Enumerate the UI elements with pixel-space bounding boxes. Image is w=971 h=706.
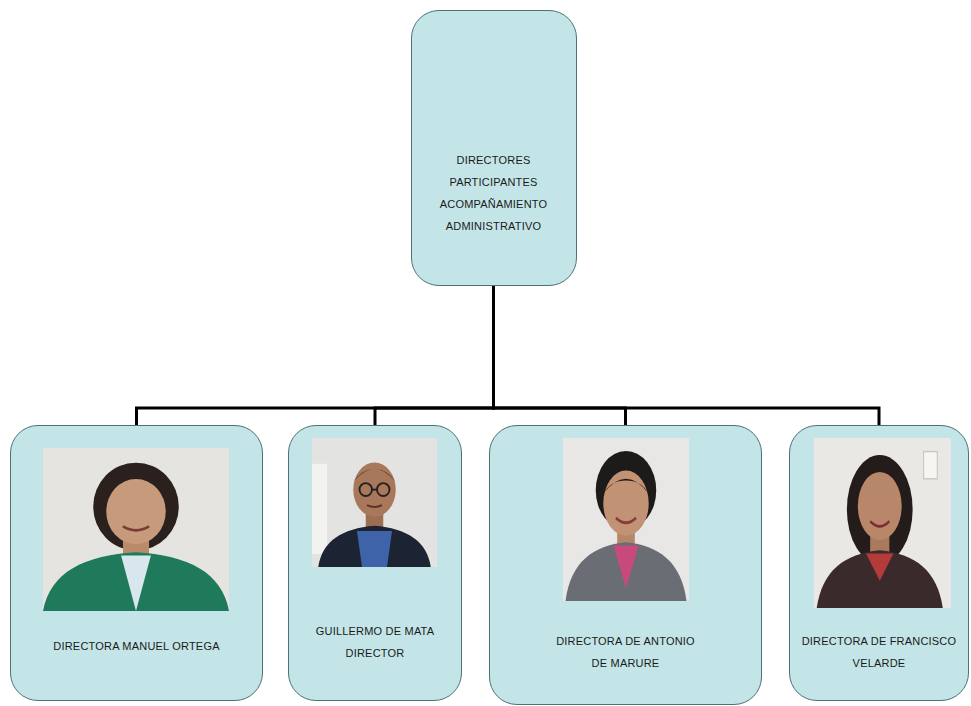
portrait-photo xyxy=(312,438,437,567)
org-connector xyxy=(494,286,880,425)
org-connector xyxy=(137,286,494,425)
photo-part xyxy=(603,471,648,536)
photo-part xyxy=(43,552,229,611)
person-name: DIRECTORA DE FRANCISCO VELARDE xyxy=(799,630,959,674)
photo-part xyxy=(123,526,149,530)
photo-part xyxy=(318,526,431,567)
photo-part xyxy=(357,531,392,567)
person-name: GUILLERMO DE MATA DIRECTOR xyxy=(305,620,445,664)
photo-part xyxy=(817,550,943,608)
photo-part xyxy=(312,464,327,554)
title-box: DIRECTORES PARTICIPANTESACOMPAÑAMIENTO A… xyxy=(411,10,577,286)
photo-part xyxy=(121,556,151,611)
person-name: DIRECTORA MANUEL ORTEGA xyxy=(22,635,252,657)
photo-part xyxy=(814,438,951,608)
photo-part xyxy=(563,438,689,601)
photo-part xyxy=(372,489,377,491)
portrait-photo xyxy=(814,438,951,608)
photo-part xyxy=(43,448,229,611)
photo-part xyxy=(312,438,437,567)
photo-part xyxy=(603,479,648,494)
portrait-photo xyxy=(563,438,689,601)
person-name: DIRECTORA DE ANTONIO DE MARURE xyxy=(551,630,701,674)
photo-part xyxy=(616,518,636,523)
photo-part xyxy=(566,542,687,601)
photo-part xyxy=(866,554,893,581)
photo-part xyxy=(924,452,938,479)
photo-part xyxy=(870,521,889,526)
photo-part xyxy=(847,455,913,564)
photo-part xyxy=(353,463,396,517)
photo-part xyxy=(858,472,902,540)
org-connector xyxy=(494,286,626,425)
photo-part xyxy=(613,546,638,588)
photo-part xyxy=(360,483,373,496)
photo-part xyxy=(93,463,179,551)
photo-part xyxy=(106,479,166,544)
group-title: ACOMPAÑAMIENTO ADMINISTRATIVO xyxy=(419,193,569,237)
photo-part xyxy=(367,505,382,507)
person-box: DIRECTORA DE FRANCISCO VELARDE xyxy=(789,425,969,701)
person-box: DIRECTORA DE ANTONIO DE MARURE xyxy=(489,425,762,705)
group-title: DIRECTORES PARTICIPANTES xyxy=(419,149,569,193)
photo-part xyxy=(353,469,396,482)
portrait-photo xyxy=(43,448,229,611)
person-box: DIRECTORA MANUEL ORTEGA xyxy=(10,425,263,701)
org-connector xyxy=(375,286,494,425)
person-box: GUILLERMO DE MATA DIRECTOR xyxy=(288,425,462,701)
photo-part xyxy=(377,483,390,496)
